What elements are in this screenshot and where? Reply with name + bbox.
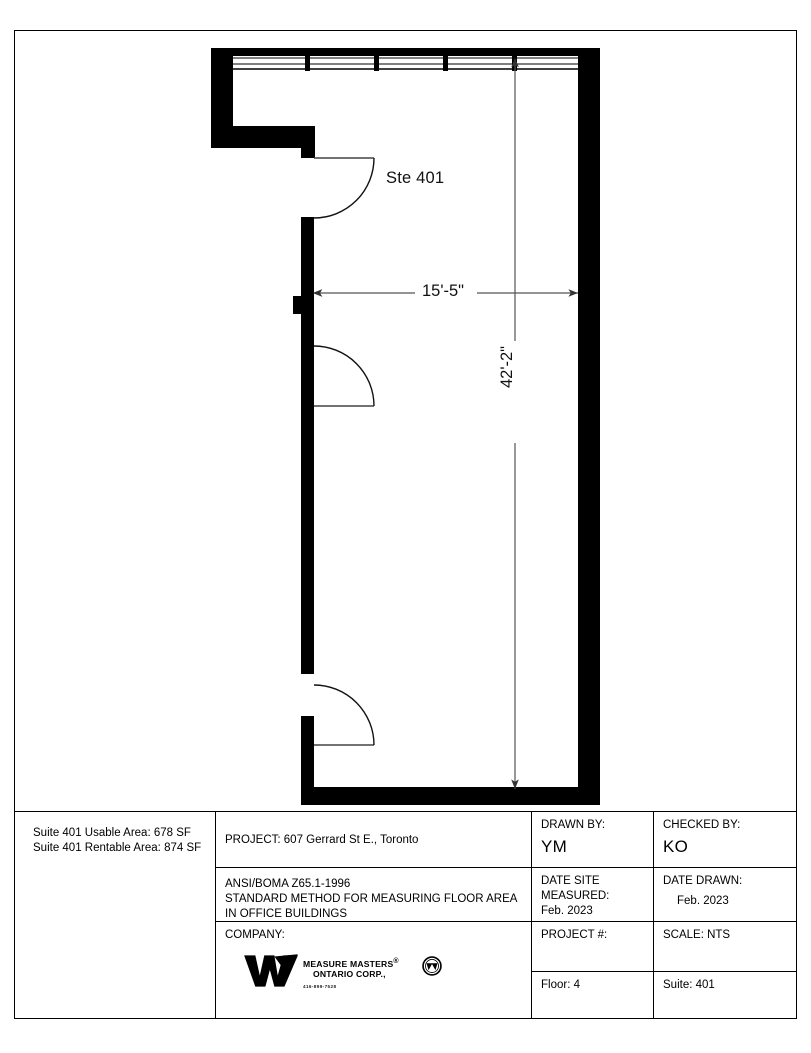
title-block-column-project: PROJECT: 607 Gerrard St E., Toronto ANSI… (215, 812, 531, 1018)
suite-number-label: Suite: 401 (663, 979, 715, 991)
title-block: Suite 401 Usable Area: 678 SF Suite 401 … (15, 811, 796, 1018)
wall-jog-stub (301, 126, 315, 158)
suite-cell: Suite: 401 (654, 971, 796, 1018)
company-label: COMPANY: (225, 929, 285, 941)
wall-upper-left-horizontal-jog (211, 126, 315, 148)
measure-masters-logo-icon (244, 954, 298, 987)
drawn-by-cell: DRAWN BY: YM (532, 812, 653, 867)
scale-label: SCALE: NTS (663, 929, 731, 941)
company-logo: MEASURE MASTERS® ONTARIO CORP., 416-899-… (225, 953, 522, 989)
door-1-swing-arc (313, 157, 375, 219)
window-assembly (233, 55, 578, 71)
date-site-measured-cell: DATE SITE MEASURED: Feb. 2023 (532, 867, 653, 921)
company-name-line-1: MEASURE MASTERS (303, 958, 394, 969)
floor-plan-geometry (211, 48, 600, 805)
standard-cell: ANSI/BOMA Z65.1-1996 STANDARD METHOD FOR… (216, 867, 531, 921)
wall-bottom-exterior (301, 787, 600, 805)
wall-left-segment-c (301, 407, 314, 674)
suite-label: Ste 401 (386, 169, 445, 187)
floor-cell: Floor: 4 (532, 971, 653, 1018)
company-name-line-2: ONTARIO CORP., (313, 969, 386, 980)
door-2-swing-arc (313, 345, 375, 407)
usable-area-text: Suite 401 Usable Area: 678 SF (33, 827, 191, 839)
window-mullion-1 (305, 55, 310, 71)
project-cell: PROJECT: 607 Gerrard St E., Toronto (216, 812, 531, 867)
wall-left-segment-a (301, 217, 314, 299)
wall-top-exterior (211, 48, 600, 56)
date-site-label-2: MEASURED: (541, 890, 610, 903)
date-drawn-cell: DATE DRAWN: Feb. 2023 (654, 867, 796, 921)
project-number-label: PROJECT #: (541, 929, 608, 941)
company-name-block: MEASURE MASTERS® ONTARIO CORP., 416-899-… (303, 958, 399, 991)
drawn-by-label: DRAWN BY: (541, 819, 606, 831)
dimension-group (312, 57, 578, 789)
title-block-column-area: Suite 401 Usable Area: 678 SF Suite 401 … (15, 812, 215, 1018)
standard-line-2: STANDARD METHOD FOR MEASURING FLOOR AREA (225, 893, 518, 906)
title-block-column-checked: CHECKED BY: KO DATE DRAWN: Feb. 2023 SCA… (653, 812, 796, 1018)
company-cell: COMPANY: MEASURE MASTERS® ONTARIO CORP.,… (216, 921, 531, 1018)
standard-line-1: ANSI/BOMA Z65.1-1996 (225, 878, 351, 890)
floor-plan-drawing: Ste 401 15'-5" 42'-2" (15, 31, 796, 812)
door-group (313, 157, 375, 746)
wall-left-segment-b (301, 299, 314, 407)
project-number-cell: PROJECT #: (532, 921, 653, 971)
wall-left-segment-d (301, 716, 314, 805)
date-site-label-1: DATE SITE (541, 875, 600, 887)
dimension-label-depth: 42'-2" (498, 340, 517, 393)
wall-pilaster-nub (293, 296, 303, 314)
date-drawn-label: DATE DRAWN: (663, 875, 743, 887)
date-drawn-value: Feb. 2023 (677, 895, 729, 908)
wall-group (211, 48, 600, 805)
floor-label: Floor: 4 (541, 979, 580, 991)
project-text: PROJECT: 607 Gerrard St E., Toronto (225, 833, 419, 846)
wall-right-exterior (578, 48, 600, 805)
drawing-sheet: Ste 401 15'-5" 42'-2" Suite 401 Usable A… (14, 30, 797, 1019)
window-mullion-2 (374, 55, 379, 71)
area-summary-cell: Suite 401 Usable Area: 678 SF Suite 401 … (15, 812, 215, 1018)
dimension-label-width: 15'-5" (417, 282, 470, 301)
registered-trademark-icon: ® (393, 957, 399, 965)
drawn-by-value: YM (541, 837, 568, 857)
title-block-column-drawn: DRAWN BY: YM DATE SITE MEASURED: Feb. 20… (531, 812, 653, 1018)
standard-line-3: IN OFFICE BUILDINGS (225, 908, 348, 921)
checked-by-label: CHECKED BY: (663, 819, 741, 831)
checked-by-cell: CHECKED BY: KO (654, 812, 796, 867)
certification-seal-icon (422, 956, 442, 976)
date-site-value: Feb. 2023 (541, 905, 593, 918)
checked-by-value: KO (663, 837, 689, 857)
wall-upper-left-vertical (211, 48, 233, 148)
company-phone: 416-899-7528 (303, 983, 337, 989)
door-3-swing-arc (313, 684, 375, 746)
rentable-area-text: Suite 401 Rentable Area: 874 SF (33, 842, 202, 855)
window-mullion-3 (443, 55, 448, 71)
scale-cell: SCALE: NTS (654, 921, 796, 971)
